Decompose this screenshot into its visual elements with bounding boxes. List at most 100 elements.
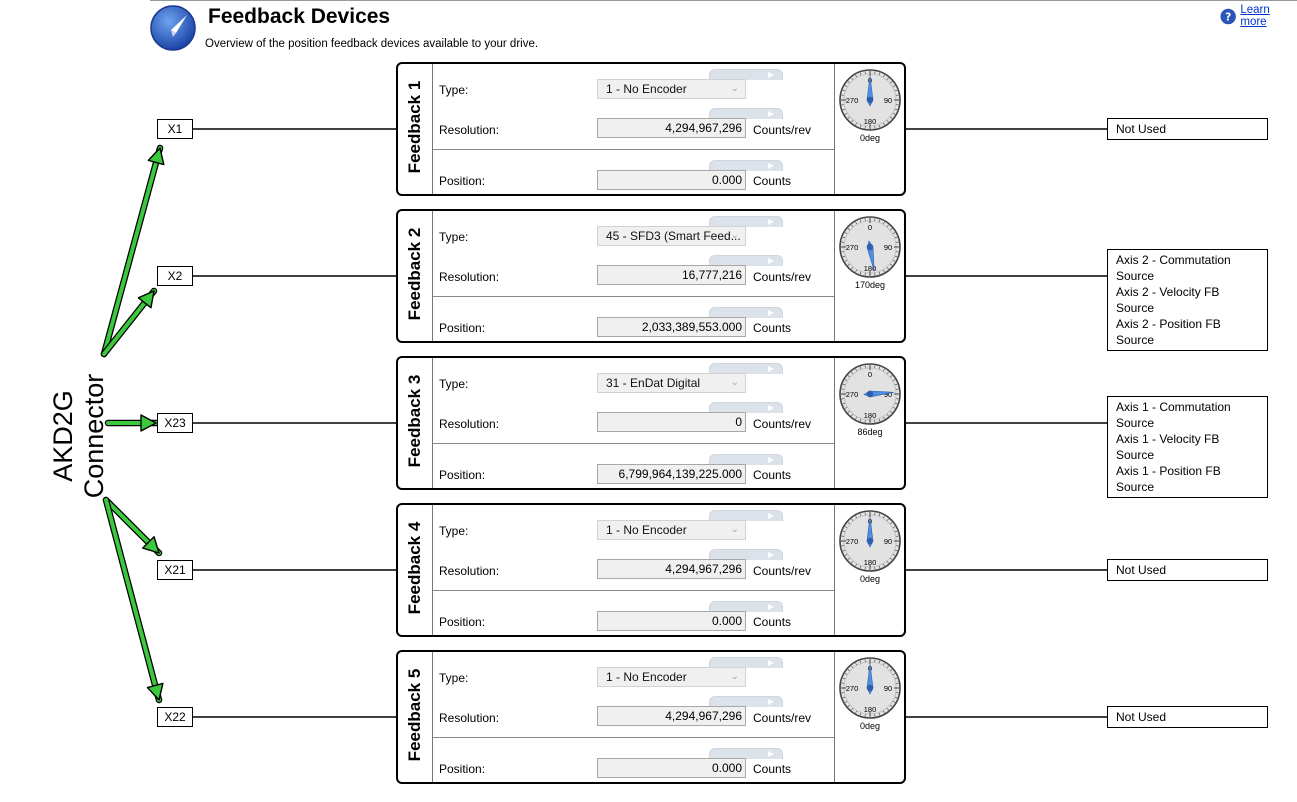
position-field[interactable]: 0.000 xyxy=(597,758,746,778)
gauge-tick xyxy=(859,418,862,422)
gauge-tick xyxy=(878,124,881,128)
position-expand-tab[interactable] xyxy=(709,160,783,171)
page-subtitle: Overview of the position feedback device… xyxy=(205,38,539,50)
type-select[interactable]: 45 - SFD3 (Smart Feed... ⌄ xyxy=(597,226,746,246)
resolution-expand-tab[interactable] xyxy=(709,549,783,560)
type-select-value: 45 - SFD3 (Smart Feed... xyxy=(606,229,741,243)
type-expand-tab[interactable] xyxy=(709,216,783,227)
type-expand-tab[interactable] xyxy=(709,69,783,80)
gauge-tick xyxy=(842,696,846,699)
resolution-field[interactable]: 16,777,216 xyxy=(597,265,746,285)
resolution-unit: Counts/rev xyxy=(753,123,812,137)
gauge-tick xyxy=(892,553,896,556)
gauge-tick xyxy=(886,371,889,374)
type-expand-tab[interactable] xyxy=(709,363,783,374)
position-unit: Counts xyxy=(753,321,792,335)
gauge-tick xyxy=(892,700,896,703)
position-field[interactable]: 0.000 xyxy=(597,611,746,631)
chevron-down-icon[interactable]: ⌄ xyxy=(730,524,739,535)
resolution-field[interactable]: 4,294,967,296 xyxy=(597,118,746,138)
position-label: Position: xyxy=(439,174,486,188)
position-expand-tab[interactable] xyxy=(709,748,783,759)
resolution-label: Resolution: xyxy=(439,270,500,284)
feedback-title: Feedback 2 xyxy=(405,227,424,321)
port-x22: X22 xyxy=(157,707,193,727)
arrow-head xyxy=(147,147,165,166)
type-select-value: 1 - No Encoder xyxy=(606,523,687,537)
gauge-tick xyxy=(855,368,858,372)
gauge-tick xyxy=(886,267,889,270)
position-expand-tab[interactable] xyxy=(709,307,783,318)
gauge-tick xyxy=(859,271,862,275)
gauge-tick xyxy=(844,526,848,529)
help-link-group[interactable]: ? Learn more xyxy=(1220,4,1297,28)
gauge-tick xyxy=(890,410,893,413)
gauge-tick xyxy=(855,563,858,567)
position-field[interactable]: 0.000 xyxy=(597,170,746,190)
port-x21: X21 xyxy=(157,560,193,580)
resolution-field[interactable]: 4,294,967,296 xyxy=(597,559,746,579)
svg-text:?: ? xyxy=(1225,11,1231,23)
usage-box-feedback-5: Not Used xyxy=(1107,706,1268,728)
resolution-expand-tab[interactable] xyxy=(709,402,783,413)
gauge-tick xyxy=(882,122,885,126)
resolution-row: Resolution: 4,294,967,296 Counts/rev xyxy=(433,696,834,738)
position-label: Position: xyxy=(439,762,486,776)
position-unit: Counts xyxy=(753,615,792,629)
question-circle-icon[interactable]: ? xyxy=(1220,8,1236,25)
chevron-down-icon[interactable]: ⌄ xyxy=(730,83,739,94)
feedback-title-bar: Feedback 3 xyxy=(398,358,433,488)
type-select[interactable]: 31 - EnDat Digital ⌄ xyxy=(597,373,746,393)
gauge-tick xyxy=(890,522,893,525)
type-row: Type: 1 - No Encoder ⌄ xyxy=(433,505,834,552)
gauge-tick xyxy=(851,224,854,227)
gauge-tick xyxy=(844,379,848,382)
gauge-tick xyxy=(847,375,850,378)
type-select[interactable]: 1 - No Encoder ⌄ xyxy=(597,667,746,687)
gauge-tick xyxy=(892,526,896,529)
chevron-down-icon[interactable]: ⌄ xyxy=(730,671,739,682)
gauge-tick xyxy=(892,406,896,409)
arrow-head xyxy=(146,682,164,701)
type-select[interactable]: 1 - No Encoder ⌄ xyxy=(597,79,746,99)
resolution-field[interactable]: 4,294,967,296 xyxy=(597,706,746,726)
gauge-label: 270 xyxy=(846,96,859,105)
position-field[interactable]: 2,033,389,553.000 xyxy=(597,317,746,337)
type-expand-tab[interactable] xyxy=(709,657,783,668)
gauge-tick xyxy=(882,221,885,225)
feedback-title-bar: Feedback 5 xyxy=(398,652,433,782)
type-expand-tab[interactable] xyxy=(709,510,783,521)
gauge-tick xyxy=(855,515,858,519)
gauge-label: 270 xyxy=(846,243,859,252)
gauge-tick xyxy=(859,660,862,664)
resolution-field[interactable]: 0 xyxy=(597,412,746,432)
gauge-tick xyxy=(886,120,889,123)
gauge-label: 90 xyxy=(884,684,892,693)
resolution-expand-tab[interactable] xyxy=(709,255,783,266)
gauge-tick xyxy=(847,81,850,84)
gauge-tick xyxy=(855,662,858,666)
gauge-tick xyxy=(842,530,846,533)
resolution-expand-tab[interactable] xyxy=(709,696,783,707)
chevron-down-icon[interactable]: ⌄ xyxy=(730,377,739,388)
resolution-expand-tab[interactable] xyxy=(709,108,783,119)
position-field[interactable]: 6,799,964,139,225.000 xyxy=(597,464,746,484)
gauge-tick xyxy=(882,368,885,372)
gauge-tick xyxy=(890,263,893,266)
chevron-down-icon[interactable]: ⌄ xyxy=(730,230,739,241)
gauge-tick xyxy=(894,549,898,552)
type-select[interactable]: 1 - No Encoder ⌄ xyxy=(597,520,746,540)
learn-more-link[interactable]: Learn more xyxy=(1240,4,1270,28)
gauge-hub xyxy=(866,390,874,398)
gauge-tick xyxy=(878,712,881,716)
position-row: Position: 0.000 Counts xyxy=(433,738,834,782)
resolution-row: Resolution: 4,294,967,296 Counts/rev xyxy=(433,549,834,591)
position-expand-tab[interactable] xyxy=(709,454,783,465)
position-expand-tab[interactable] xyxy=(709,601,783,612)
